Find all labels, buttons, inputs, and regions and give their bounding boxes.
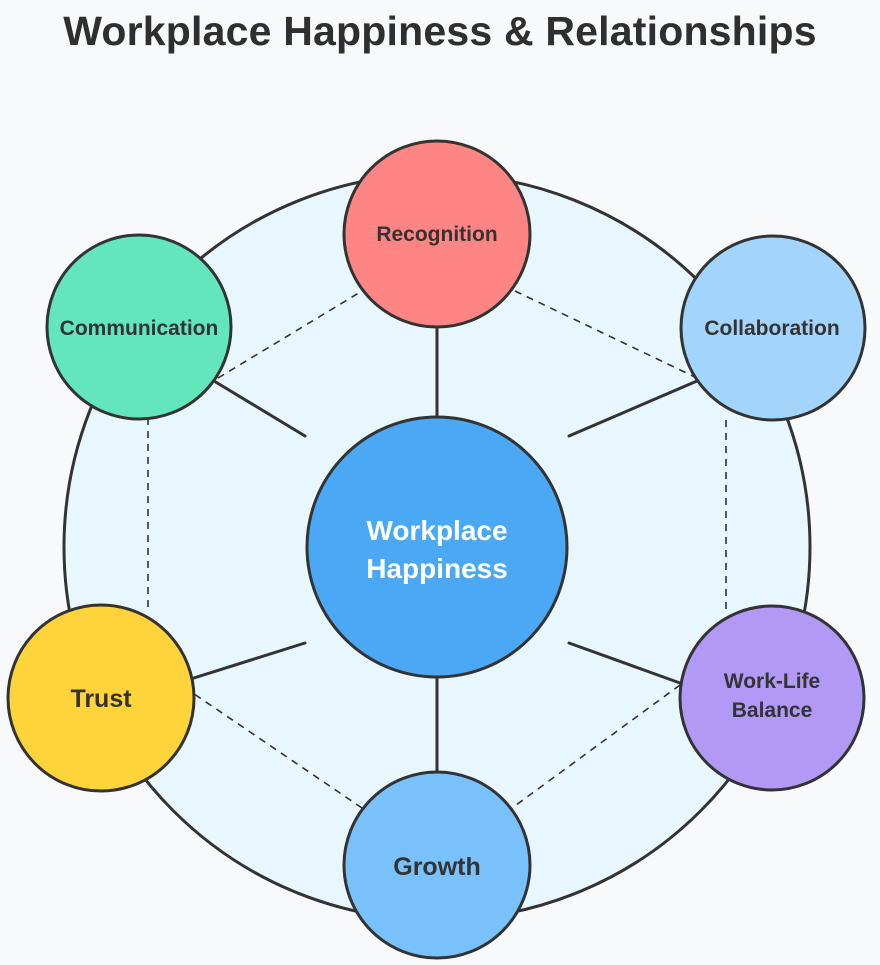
center-node-label-line-2: Happiness xyxy=(366,553,508,584)
node-work-life-balance-circle xyxy=(678,604,866,792)
node-recognition-circle xyxy=(342,139,532,329)
node-trust-circle xyxy=(6,603,196,793)
node-collaboration-label: Collaboration xyxy=(704,317,839,340)
center-node-circle xyxy=(305,415,569,679)
node-trust-label: Trust xyxy=(70,685,132,713)
link-work-life-balance-growth xyxy=(511,684,681,809)
spoke-collaboration xyxy=(567,379,699,438)
node-recognition: Recognition xyxy=(342,139,532,329)
spoke-work-life-balance xyxy=(567,641,682,685)
node-growth-label: Growth xyxy=(393,853,481,881)
node-work-life-balance-label-line-1: Work-Life xyxy=(724,670,820,693)
node-growth-circle xyxy=(342,770,532,960)
center-node: Workplace Happiness xyxy=(305,415,569,679)
node-growth: Growth xyxy=(342,770,532,960)
link-communication-recognition xyxy=(217,290,363,379)
diagram-title: Workplace Happiness & Relationships xyxy=(63,8,817,54)
node-recognition-label: Recognition xyxy=(376,223,497,246)
node-communication-circle xyxy=(45,233,233,421)
node-trust: Trust xyxy=(6,603,196,793)
node-communication-label: Communication xyxy=(60,317,219,340)
node-collaboration: Collaboration xyxy=(679,234,867,422)
node-collaboration-circle xyxy=(679,234,867,422)
node-work-life-balance: Work-Life Balance xyxy=(678,604,866,792)
dashed-links xyxy=(147,290,727,809)
spoke-communication xyxy=(212,379,307,438)
node-work-life-balance-label-line-2: Balance xyxy=(732,699,813,722)
link-growth-trust xyxy=(177,682,363,809)
node-communication: Communication xyxy=(45,233,233,421)
center-node-label-line-1: Workplace xyxy=(366,515,507,546)
